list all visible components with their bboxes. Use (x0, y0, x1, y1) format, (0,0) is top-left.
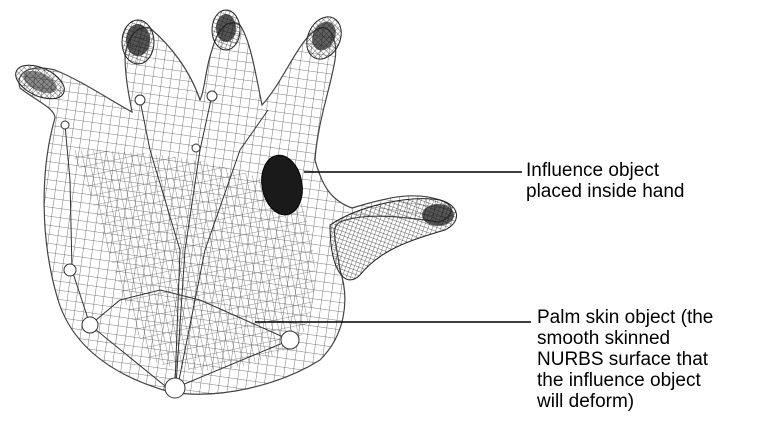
callout-line: NURBS surface that (537, 349, 713, 370)
palm-skin-callout: Palm skin object (the smooth skinned NUR… (537, 307, 713, 412)
callout-line: placed inside hand (526, 181, 684, 202)
callout-line: the influence object (537, 370, 713, 391)
callout-line: smooth skinned (537, 328, 713, 349)
callout-line: Influence object (526, 160, 684, 181)
callout-line: will deform) (537, 391, 713, 412)
influence-object-callout: Influence object placed inside hand (526, 160, 684, 202)
callout-line: Palm skin object (the (537, 307, 713, 328)
